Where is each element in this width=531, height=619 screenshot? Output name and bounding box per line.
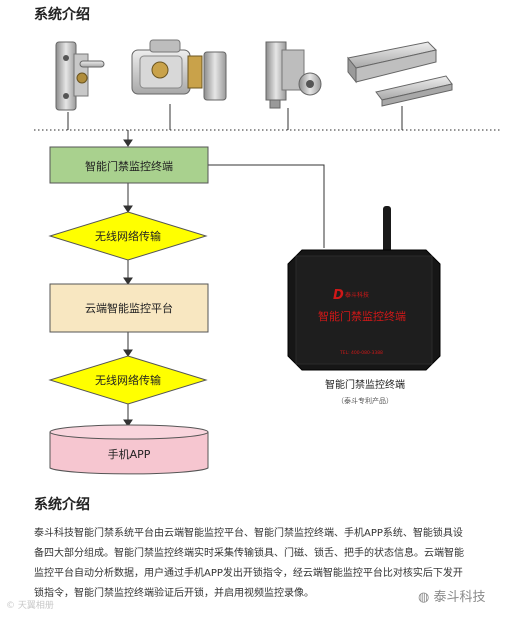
rim-lock-icon	[131, 39, 227, 101]
device-subcaption: （泰斗专利产品）	[337, 396, 393, 405]
section-title: 系统介绍	[34, 7, 90, 23]
svg-text:手机APP: 手机APP	[108, 447, 151, 461]
svg-text:云端智能监控平台: 云端智能监控平台	[85, 301, 173, 315]
flow-step-wireless-2: 无线网络传输	[48, 355, 208, 405]
watermark-right: ◍ 泰斗科技	[418, 586, 486, 605]
svg-text:智能门禁监控终端: 智能门禁监控终端	[85, 159, 173, 173]
flow-connectors	[123, 130, 133, 427]
device-logo-mark: D	[333, 288, 344, 303]
svg-text:无线网络传输: 无线网络传输	[95, 229, 161, 243]
flow-step-mobile-app: 手机APP	[49, 424, 209, 475]
flow-step-terminal: 智能门禁监控终端	[49, 146, 209, 184]
terminal-link-line	[208, 164, 325, 248]
flow-step-cloud-platform: 云端智能监控平台	[49, 283, 209, 333]
cabinet-lock-icon	[265, 41, 322, 109]
magnetic-lock-icon	[347, 41, 453, 107]
description-title: 系统介绍	[34, 497, 90, 513]
description-paragraph: 泰斗科技智能门禁系统平台由云端智能监控平台、智能门禁监控终端、手机APP系统、智…	[34, 528, 464, 599]
device-logo-text: 泰斗科技	[345, 291, 369, 299]
device-face-label: 智能门禁监控终端	[318, 309, 406, 323]
watermark-left: © 天翼相册	[6, 601, 54, 611]
device-caption: 智能门禁监控终端	[325, 378, 405, 391]
svg-text:无线网络传输: 无线网络传输	[95, 373, 161, 387]
watermark-right-text: 泰斗科技	[433, 590, 486, 605]
monitoring-terminal-device: D 泰斗科技 智能门禁监控终端 TEL: 400-080-3388	[287, 206, 441, 371]
wechat-icon: ◍	[418, 590, 434, 605]
handle-lock-icon	[55, 41, 105, 111]
antenna-icon	[383, 206, 391, 254]
flow-step-wireless-1: 无线网络传输	[48, 211, 208, 261]
device-tel: TEL: 400-080-3388	[339, 350, 383, 356]
